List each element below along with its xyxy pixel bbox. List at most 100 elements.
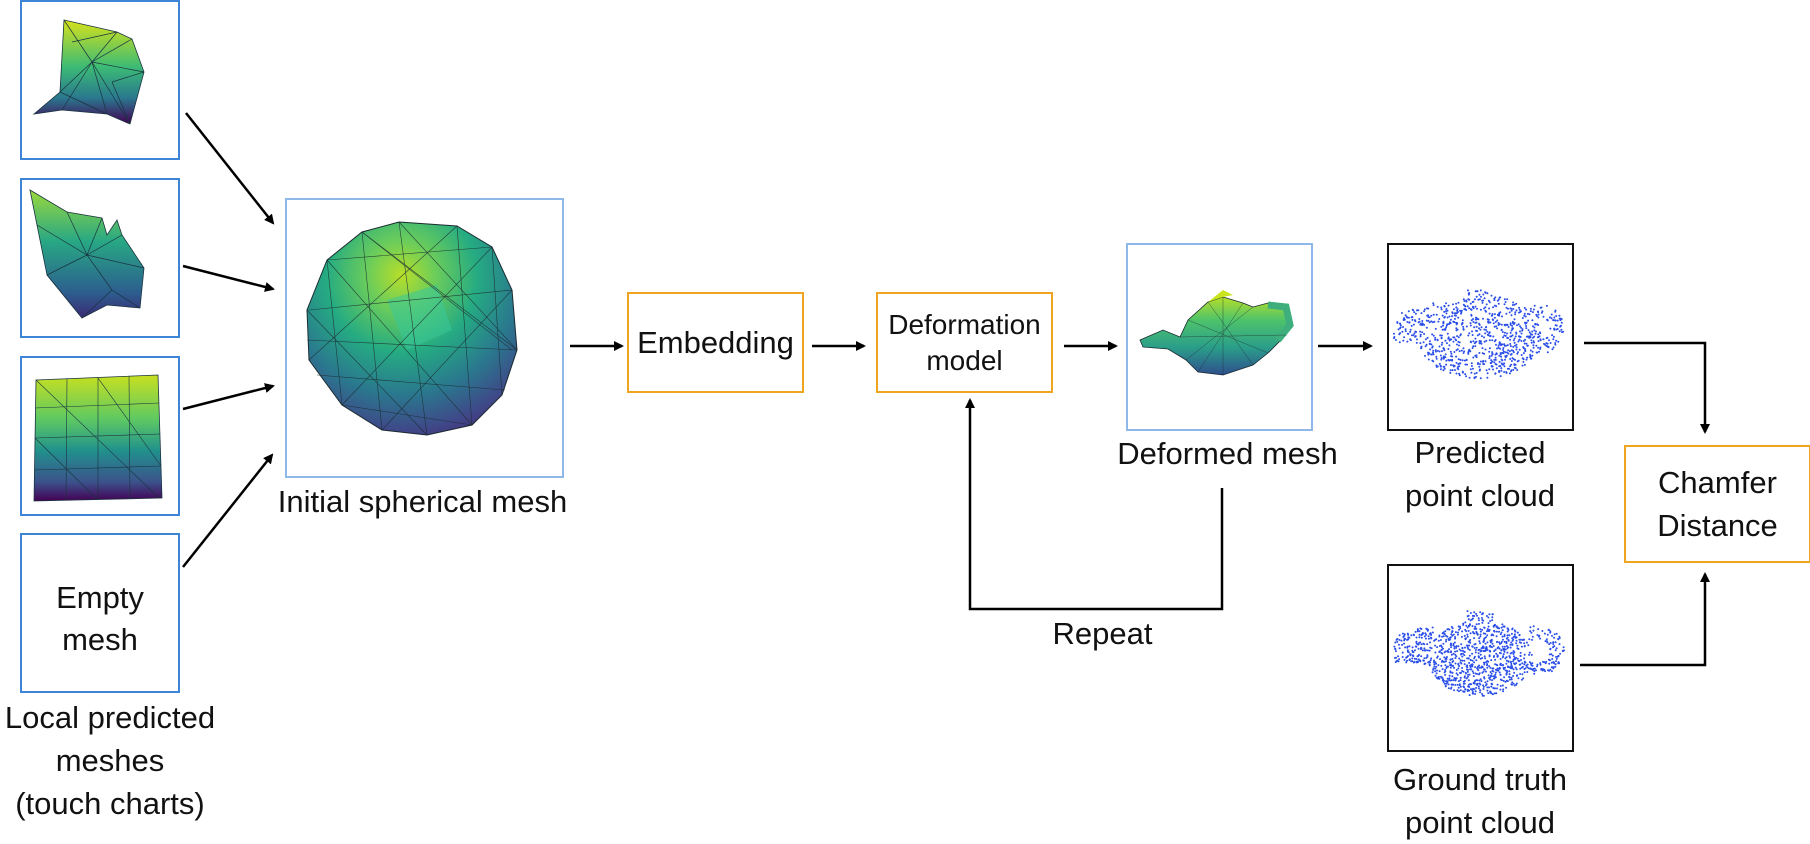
cloud-point xyxy=(1473,655,1476,658)
cloud-point xyxy=(1508,675,1511,678)
cloud-point xyxy=(1447,683,1450,686)
cloud-point xyxy=(1521,662,1524,665)
cloud-point xyxy=(1487,318,1490,321)
cloud-point xyxy=(1414,630,1417,633)
cloud-point xyxy=(1488,665,1491,668)
cloud-point xyxy=(1454,637,1457,640)
cloud-point xyxy=(1424,649,1427,652)
cloud-point xyxy=(1452,644,1455,647)
cloud-point xyxy=(1502,668,1505,670)
cloud-point xyxy=(1475,646,1478,649)
cloud-point xyxy=(1462,298,1465,301)
cloud-point xyxy=(1515,668,1518,671)
cloud-point xyxy=(1509,323,1512,326)
cloud-point xyxy=(1462,685,1465,688)
cloud-point xyxy=(1498,365,1501,368)
cloud-point xyxy=(1528,331,1531,334)
cloud-point xyxy=(1431,333,1434,336)
cloud-point xyxy=(1509,660,1512,663)
cloud-point xyxy=(1515,348,1518,351)
cloud-point xyxy=(1497,346,1500,349)
cloud-point xyxy=(1451,683,1454,686)
cloud-point xyxy=(1479,642,1481,645)
cloud-point xyxy=(1489,362,1492,364)
cloud-point xyxy=(1496,683,1499,686)
cloud-point xyxy=(1536,351,1539,354)
cloud-point xyxy=(1434,670,1437,673)
cloud-point xyxy=(1434,667,1437,670)
cloud-point xyxy=(1486,376,1489,379)
cloud-point xyxy=(1461,319,1464,322)
cloud-point xyxy=(1441,341,1444,344)
cloud-point xyxy=(1473,647,1476,649)
cloud-point xyxy=(1539,637,1542,640)
cloud-point xyxy=(1454,631,1457,634)
cloud-point xyxy=(1466,657,1469,660)
cloud-point xyxy=(1425,326,1428,329)
cloud-point xyxy=(1435,364,1438,367)
cloud-point xyxy=(1521,673,1524,676)
cloud-point xyxy=(1472,340,1475,343)
cloud-point xyxy=(1445,312,1448,315)
cloud-point xyxy=(1401,643,1404,646)
cloud-point xyxy=(1498,343,1501,346)
cloud-point xyxy=(1516,324,1518,327)
cloud-point xyxy=(1552,335,1555,338)
cloud-point xyxy=(1507,326,1510,328)
cloud-point xyxy=(1502,664,1505,666)
cloud-point xyxy=(1461,667,1464,669)
cloud-point xyxy=(1447,304,1450,307)
cloud-point xyxy=(1532,629,1535,632)
cloud-point xyxy=(1558,314,1561,317)
cloud-point xyxy=(1499,673,1502,676)
cloud-point xyxy=(1454,677,1457,680)
cloud-point xyxy=(1411,316,1414,318)
cloud-point xyxy=(1486,641,1489,644)
cloud-point xyxy=(1467,629,1470,632)
cloud-point xyxy=(1542,660,1544,663)
cloud-point xyxy=(1436,365,1439,368)
cloud-point xyxy=(1513,318,1516,321)
cloud-point xyxy=(1430,637,1433,639)
cloud-point xyxy=(1537,333,1540,336)
cloud-point xyxy=(1509,331,1512,334)
cloud-point xyxy=(1548,653,1551,656)
cloud-point xyxy=(1406,656,1409,658)
cloud-point xyxy=(1519,655,1522,657)
cloud-point xyxy=(1483,661,1486,664)
cloud-point xyxy=(1552,661,1555,663)
cloud-point xyxy=(1511,324,1514,327)
cloud-point xyxy=(1513,366,1516,369)
cloud-point xyxy=(1467,675,1469,678)
cloud-point xyxy=(1422,659,1425,662)
cloud-point xyxy=(1520,326,1523,329)
cloud-point xyxy=(1436,669,1438,672)
cloud-point xyxy=(1472,631,1474,633)
cloud-point xyxy=(1458,350,1461,353)
cloud-point xyxy=(1513,322,1516,324)
cloud-point xyxy=(1510,363,1513,366)
cloud-point xyxy=(1440,343,1443,346)
cloud-point xyxy=(1523,663,1526,666)
cloud-point xyxy=(1494,673,1497,676)
cloud-point xyxy=(1523,342,1526,345)
cloud-point xyxy=(1522,361,1525,363)
cloud-point xyxy=(1414,330,1417,333)
cloud-point xyxy=(1459,649,1462,652)
cloud-point xyxy=(1426,629,1429,632)
cloud-point xyxy=(1514,666,1517,669)
cloud-point xyxy=(1463,634,1466,637)
cloud-point xyxy=(1499,688,1502,691)
cloud-point xyxy=(1468,662,1471,664)
cloud-point xyxy=(1512,351,1515,354)
cloud-point xyxy=(1482,670,1485,673)
cloud-point xyxy=(1448,674,1451,677)
cloud-point xyxy=(1452,633,1455,636)
cloud-point xyxy=(1449,670,1452,673)
cloud-point xyxy=(1464,671,1467,674)
cloud-point xyxy=(1479,635,1482,638)
cloud-point xyxy=(1482,363,1485,365)
cloud-point xyxy=(1406,332,1409,335)
cloud-point xyxy=(1435,355,1438,358)
cloud-point xyxy=(1403,634,1406,637)
